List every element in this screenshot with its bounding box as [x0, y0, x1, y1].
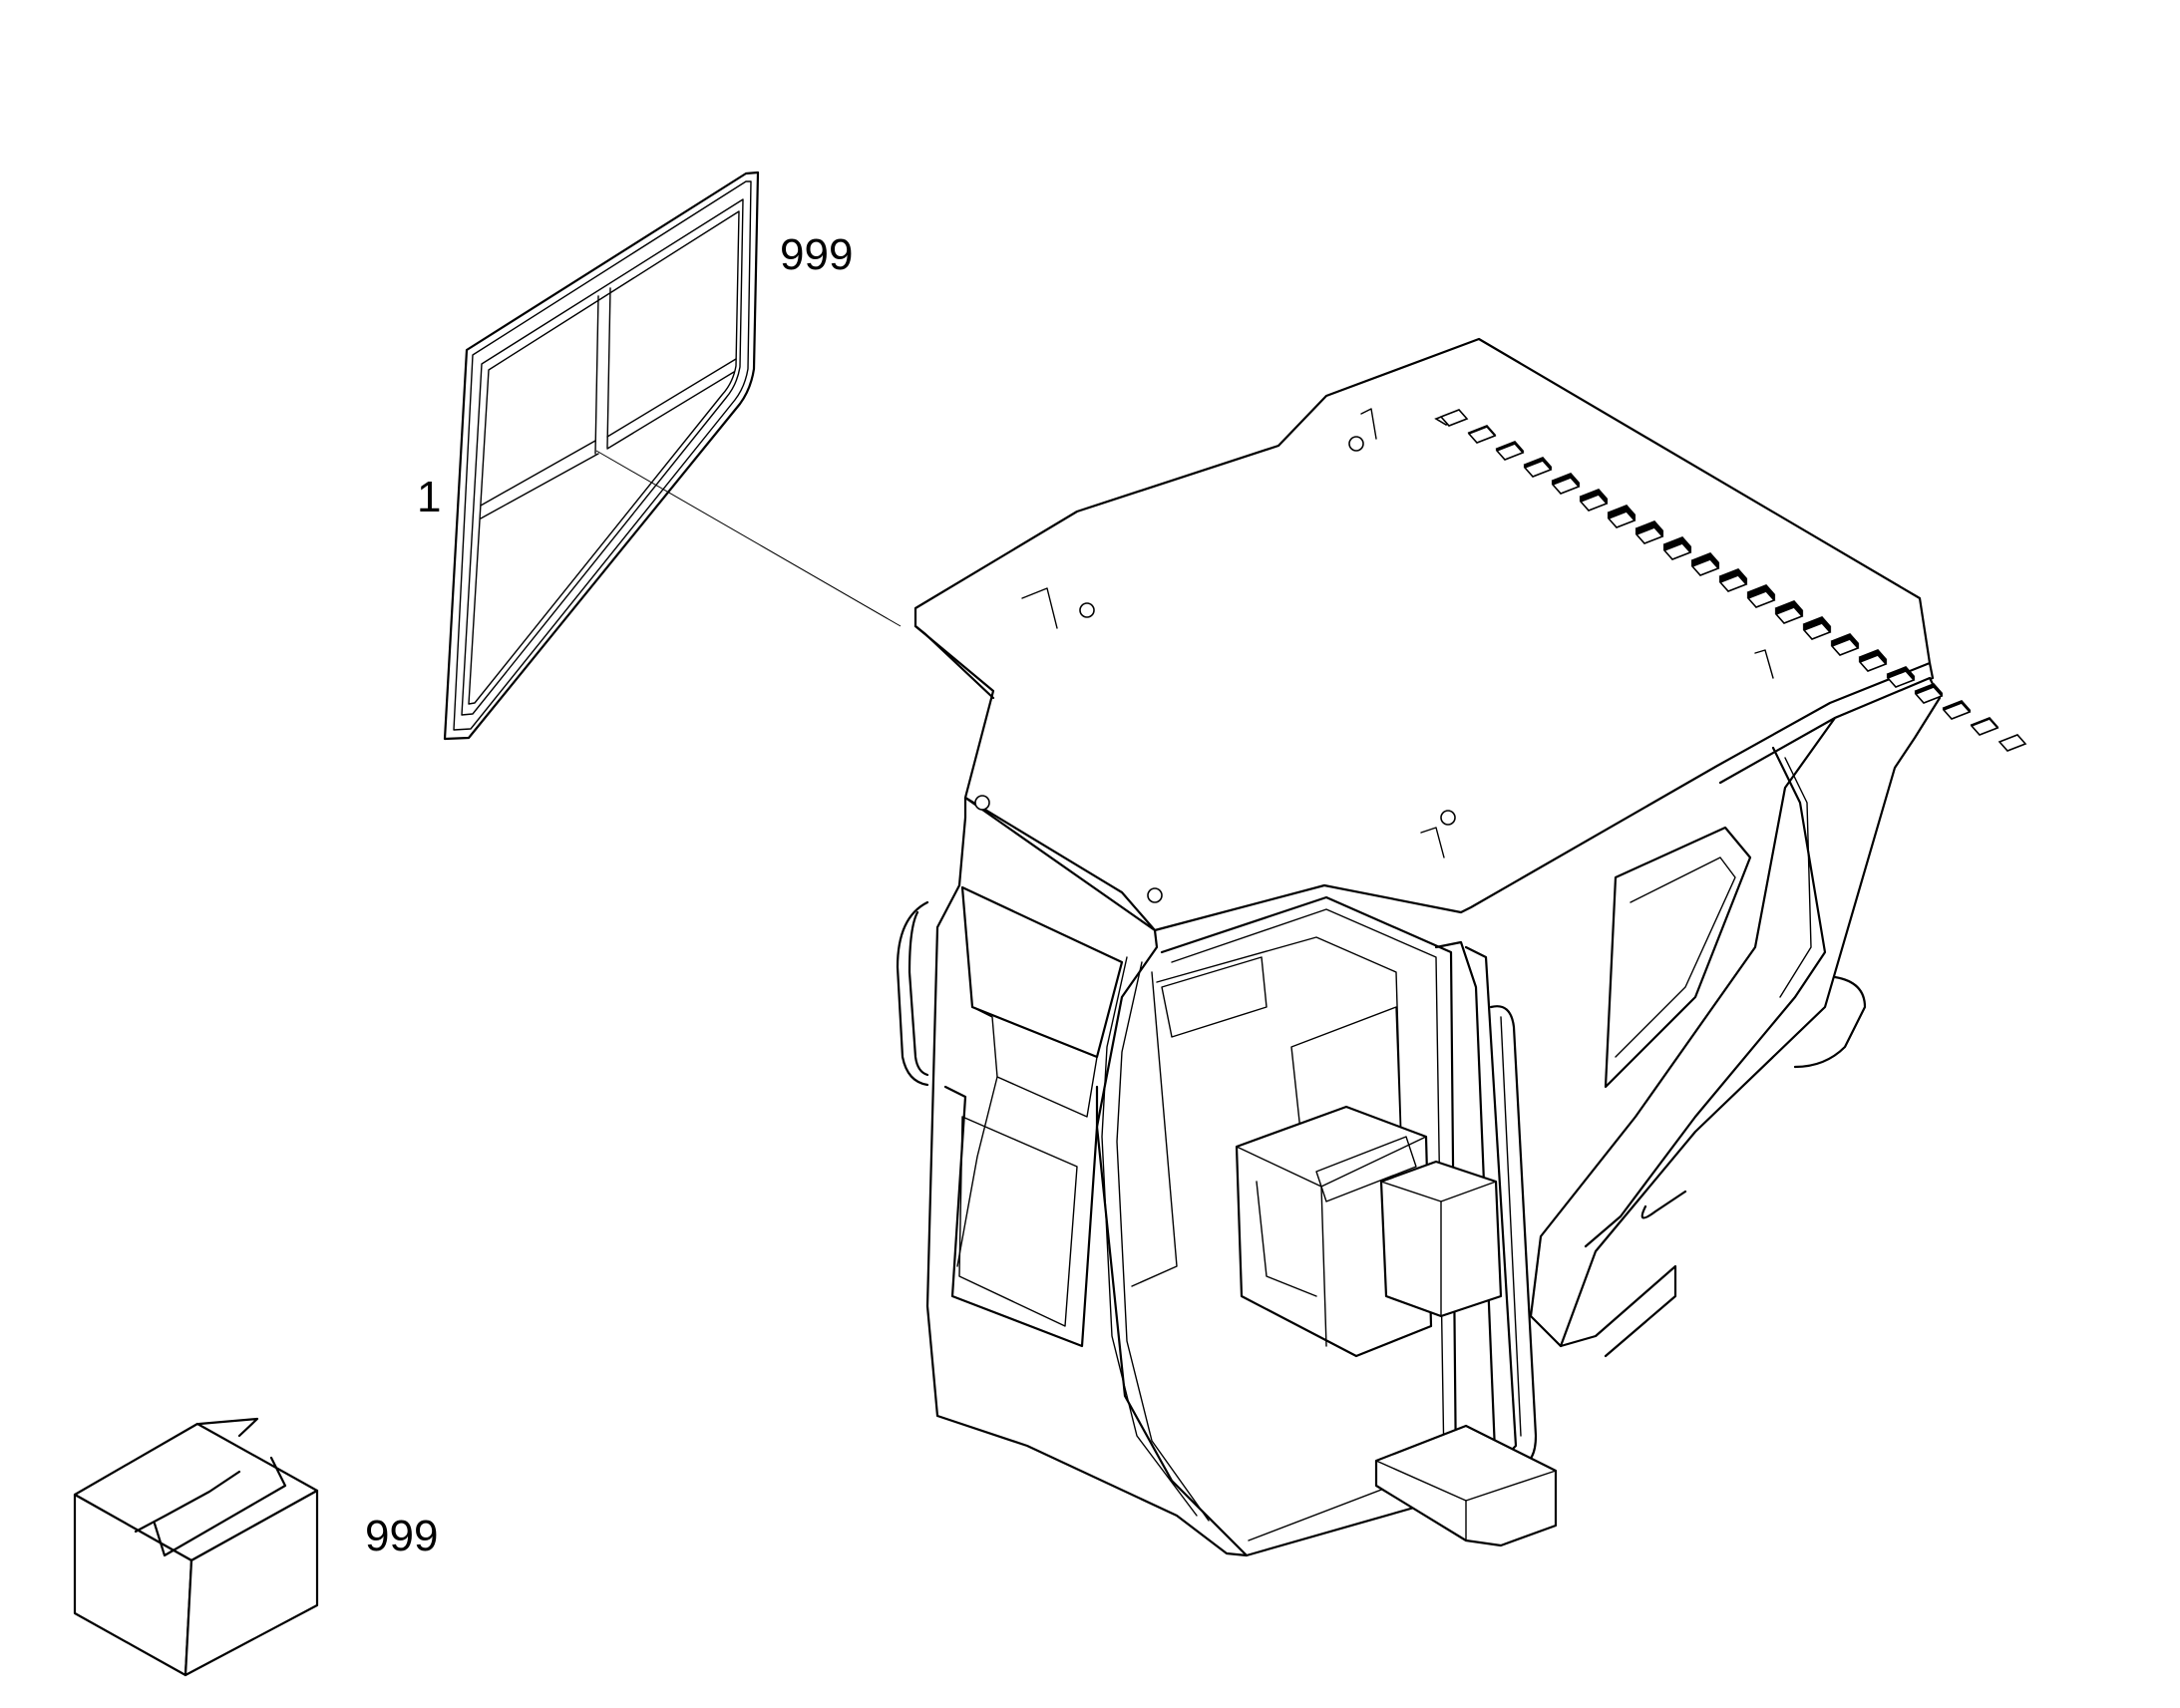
- vent-slot: [1523, 460, 1553, 478]
- vent-slot: [1830, 638, 1860, 656]
- cardboard-box-icon: [73, 1417, 319, 1677]
- vent-slot: [1718, 574, 1748, 592]
- window-glass-part[interactable]: [443, 171, 760, 741]
- vent-slot: [1858, 654, 1888, 672]
- operator-cab-assembly: [896, 337, 1942, 1557]
- vent-slot: [1998, 734, 2027, 752]
- glass-part-number-label: 999: [780, 230, 853, 279]
- vent-slot: [1467, 426, 1497, 444]
- vent-slot: [1746, 590, 1776, 608]
- leader-line: [595, 450, 902, 627]
- vent-slot: [1579, 494, 1609, 512]
- vent-slot: [1662, 542, 1692, 560]
- package-part-number-label: 999: [365, 1512, 438, 1560]
- vent-slot: [1886, 670, 1916, 688]
- glass-item-number-label: 1: [417, 473, 441, 521]
- vent-slot: [1970, 718, 1999, 736]
- vent-slot: [1439, 409, 1469, 427]
- roof-vent-slots: [1439, 409, 2027, 752]
- vent-slot: [1914, 686, 1944, 704]
- vent-slot: [1495, 443, 1525, 461]
- vent-slot: [1774, 606, 1804, 624]
- vent-slot: [1942, 702, 1972, 720]
- vent-slot: [1551, 477, 1581, 495]
- vent-slot: [1635, 526, 1664, 544]
- vent-slot: [1690, 558, 1720, 576]
- vent-slot: [1607, 511, 1636, 528]
- vent-slot: [1802, 622, 1832, 640]
